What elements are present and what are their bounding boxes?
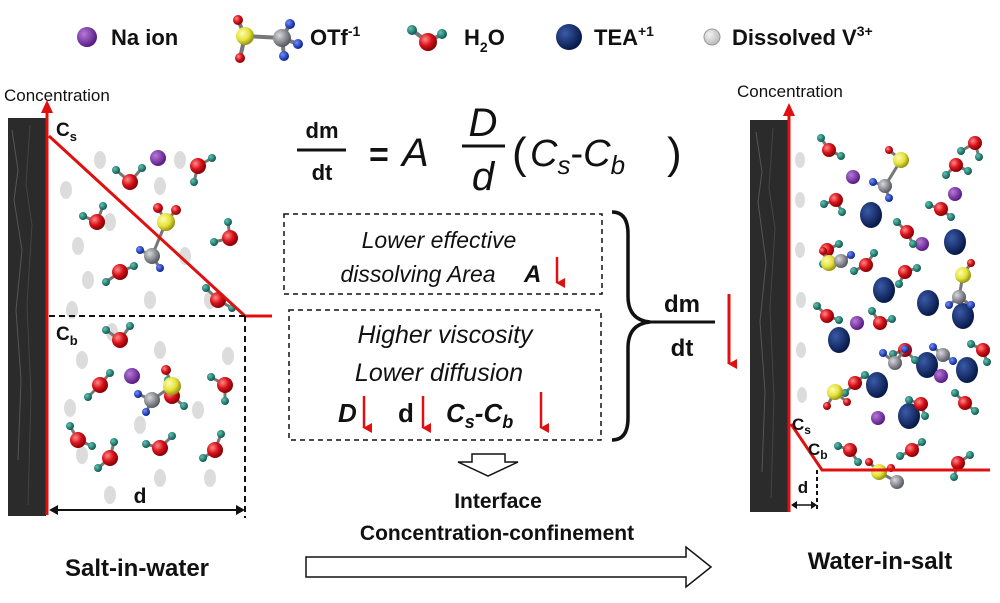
right-panel-title: Water-in-salt [808,548,952,575]
legend-v-label: Dissolved V3+ [732,23,873,50]
right-electrode [750,120,788,512]
left-cs-label: Cs [56,120,77,144]
right-concentration-profile [789,423,990,472]
left-d-label: d [134,485,147,508]
interface-line2: Concentration-confinement [360,522,634,545]
interface-line1: Interface [454,490,542,513]
legend: Na ion OTf-1 H2O TEA+1 D [77,15,873,63]
right-panel: Concentration [737,82,991,575]
legend-otf-label: OTf-1 [310,23,361,50]
box1-line2: dissolving Area [340,261,495,287]
legend-tea-label: TEA+1 [594,23,654,50]
eq-dm: dm [306,118,339,143]
eq-dt: dt [312,160,333,185]
left-sodium-ion-top [150,150,166,166]
viscosity-diffusion-box: Higher viscosity Lower diffusion D d Cs-… [288,309,602,441]
box1-line1: Lower effective [362,227,517,253]
left-water-molecules [66,154,238,472]
right-water-molecules [813,134,991,481]
left-panel-title: Salt-in-water [65,555,209,582]
legend-na-label: Na ion [111,25,178,50]
right-sodium-ions [846,170,962,425]
right-cs-label: Cs [792,415,811,437]
rate-equation: dm dt = A D d ( Cs-Cb ) [297,101,682,199]
summary-brace: dm dt [611,210,737,442]
transition-hollow-arrow [305,545,713,589]
box2-line2: Lower diffusion [355,359,523,387]
result-dm: dm [664,291,700,318]
left-otf-molecules [134,203,181,416]
otf-molecule-legend-icon [233,15,303,63]
eq-equals: = [369,136,389,174]
sodium-ion-legend-icon [77,27,97,47]
tea-ion-legend-icon [556,24,582,50]
left-panel: Concentration [4,86,272,582]
left-electrode [8,118,46,516]
left-sodium-ion-bottom [124,368,140,384]
eq-close-paren: ) [667,129,682,178]
left-axis-label: Concentration [4,86,110,105]
right-d-label: d [798,478,808,497]
right-axis-label: Concentration [737,82,843,101]
right-vanadium-cloud [795,152,807,403]
box2-d-lower: d [398,398,414,428]
box2-line1: Higher viscosity [357,321,534,349]
eq-cs: Cs-Cb [530,133,625,180]
right-cb-label: Cb [808,440,828,462]
result-dt: dt [671,335,694,362]
left-cb-label: Cb [56,324,78,348]
legend-h2o-label: H2O [464,25,505,55]
interface-section: Interface Concentration-confinement [305,453,713,589]
box2-d-upper: D [338,398,357,428]
down-hollow-arrow [457,453,519,477]
eq-thickness: d [472,155,496,199]
eq-area: A [400,131,429,175]
box2-gradient: Cs-Cb [446,398,513,432]
eq-open-paren: ( [512,129,527,178]
eq-diffusivity: D [469,101,498,145]
right-tea-ions [828,202,978,429]
water-molecule-legend-icon [407,25,447,51]
vanadium-ion-legend-icon [703,28,721,46]
effective-area-box: Lower effective dissolving Area A [283,213,603,295]
box1-var-a: A [523,261,541,288]
